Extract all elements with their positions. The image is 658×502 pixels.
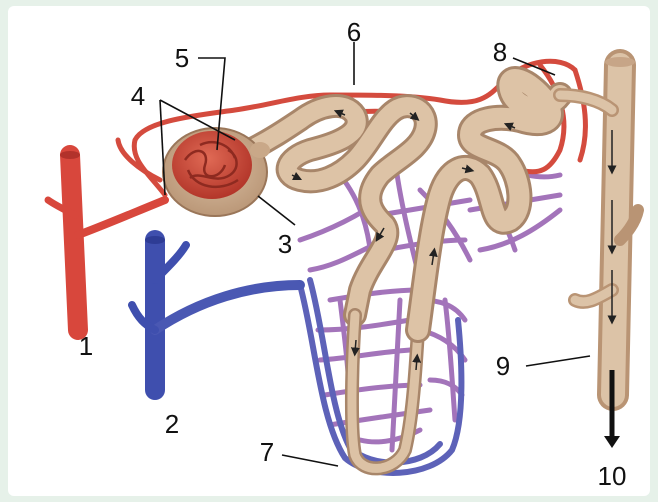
label-4: 4	[131, 83, 145, 109]
label-6: 6	[347, 19, 361, 45]
label-3: 3	[278, 231, 292, 257]
renal-vein	[132, 236, 300, 390]
label-9: 9	[496, 353, 510, 379]
label-8: 8	[493, 39, 507, 65]
label-2: 2	[165, 411, 179, 437]
label-1: 1	[79, 333, 93, 359]
label-10: 10	[598, 463, 627, 489]
label-5: 5	[175, 45, 189, 71]
label-7: 7	[260, 439, 274, 465]
collecting-duct	[560, 57, 638, 395]
nephron-tubule	[250, 79, 560, 468]
